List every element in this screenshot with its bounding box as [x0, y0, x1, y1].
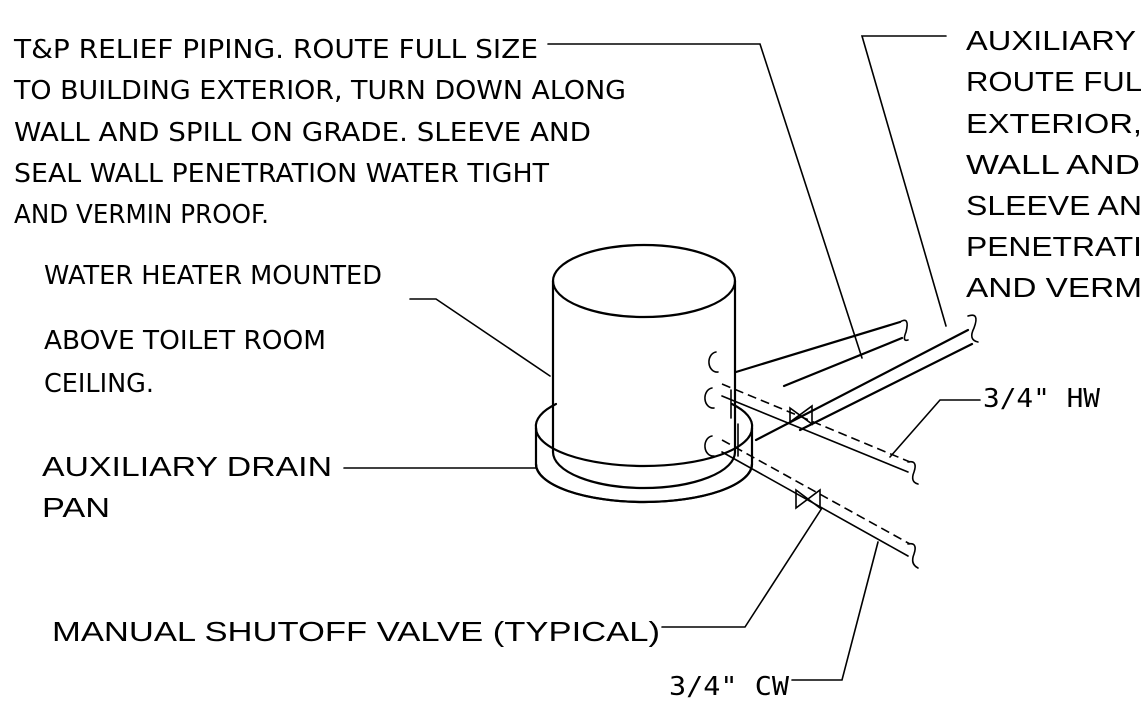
water-heater-assembly: [534, 243, 754, 504]
leader-lines: [343, 35, 981, 681]
hot-water-label: 3/4" HW: [983, 384, 1100, 414]
tp-relief-note: T&P RELIEF PIPING. ROUTE FULL SIZE TO BU…: [13, 35, 626, 230]
hw-shutoff-valve: [789, 404, 813, 426]
hot-water-leader: [889, 399, 981, 458]
tp-relief-pipe: [734, 319, 909, 388]
aux-note-line-4: WALL AND: [966, 149, 1140, 180]
cw-shutoff-valve: [795, 488, 821, 510]
cold-water-leader: [791, 541, 879, 681]
tp-relief-line-5: AND VERMIN PROOF.: [14, 200, 269, 230]
water-heater-line-1: WATER HEATER MOUNTED: [44, 261, 382, 291]
water-heater-leader: [409, 298, 551, 377]
aux-relief-leader: [860, 35, 947, 327]
water-heater-line-3: CEILING.: [44, 369, 154, 399]
water-heater-tank: [551, 243, 737, 490]
cold-water-label: 3/4" CW: [669, 672, 789, 702]
water-heater-line-2: ABOVE TOILET ROOM: [44, 326, 326, 356]
tp-relief-line-3: WALL AND SPILL ON GRADE. SLEEVE AND: [14, 118, 591, 148]
aux-note-line-6: PENETRATI: [966, 231, 1142, 262]
shutoff-valve-leader: [661, 507, 823, 628]
drain-pan-line-1: AUXILIARY DRAIN: [42, 451, 332, 482]
tp-relief-leader: [547, 43, 863, 359]
aux-note-line-2: ROUTE FUL: [966, 66, 1142, 97]
tp-relief-line-2: TO BUILDING EXTERIOR, TURN DOWN ALONG: [13, 76, 626, 106]
aux-note-line-3: EXTERIOR,: [966, 108, 1142, 139]
tp-relief-line-4: SEAL WALL PENETRATION WATER TIGHT: [14, 159, 549, 189]
hot-water-pipe: [721, 383, 919, 485]
tank-connections: [704, 351, 739, 457]
drain-pan-line-2: PAN: [42, 492, 110, 523]
aux-note-line-1: AUXILIARY: [966, 25, 1136, 56]
cold-water-pipe: [721, 439, 919, 569]
drain-pan-note: AUXILIARY DRAIN PAN: [42, 451, 332, 523]
auxiliary-relief-note: AUXILIARY ROUTE FUL EXTERIOR, WALL AND S…: [966, 25, 1142, 303]
shutoff-valve-label: MANUAL SHUTOFF VALVE (TYPICAL): [52, 616, 660, 647]
piping: [721, 314, 979, 569]
water-heater-note: WATER HEATER MOUNTED ABOVE TOILET ROOM C…: [44, 261, 382, 399]
aux-note-line-5: SLEEVE AN: [966, 190, 1142, 221]
tp-relief-line-1: T&P RELIEF PIPING. ROUTE FULL SIZE: [13, 35, 538, 65]
aux-note-line-7: AND VERM: [966, 272, 1142, 303]
